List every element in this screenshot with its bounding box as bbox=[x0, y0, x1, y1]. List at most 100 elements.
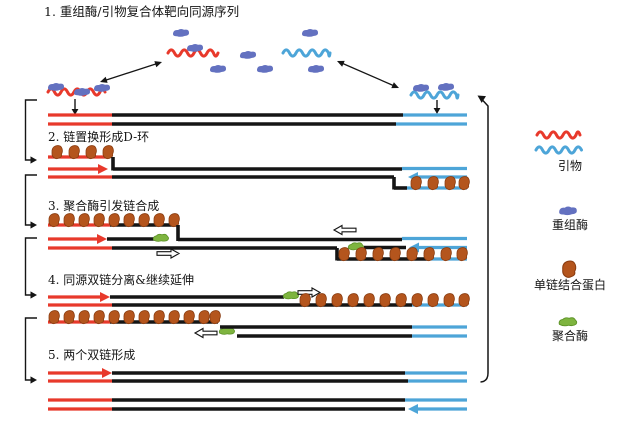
ssb-protein-icon bbox=[138, 310, 150, 325]
double-headed-arrow bbox=[104, 62, 158, 82]
ssb-protein-icon bbox=[299, 293, 311, 308]
step-progress-arrow bbox=[24, 99, 37, 161]
ssb-protein-icon bbox=[108, 310, 120, 325]
cycle-feedback-arrow-head bbox=[477, 95, 486, 103]
legend-recombinase-icon bbox=[559, 206, 577, 216]
ssb-protein-icon bbox=[63, 213, 75, 228]
ssb-protein-icon bbox=[395, 293, 407, 308]
recombinase-icon bbox=[437, 82, 455, 91]
polymerase-icon bbox=[282, 291, 299, 300]
legend-primer-forward-icon bbox=[535, 130, 582, 140]
ssb-protein-icon bbox=[338, 247, 350, 262]
double-headed-arrow bbox=[341, 62, 395, 87]
ssb-protein-icon bbox=[78, 310, 90, 325]
primer-wavy-icon bbox=[166, 48, 220, 58]
down-arrow-head bbox=[71, 109, 79, 115]
ssb-protein-icon bbox=[427, 293, 439, 308]
legend-label-recombinase: 重组酶 bbox=[551, 218, 589, 232]
recombinase-icon bbox=[256, 64, 274, 73]
double-headed-arrow-head bbox=[337, 60, 345, 67]
legend-primer-reverse-icon bbox=[534, 145, 583, 155]
ssb-protein-icon bbox=[389, 247, 401, 262]
recombinase-icon bbox=[186, 43, 204, 52]
ssb-protein-icon bbox=[68, 145, 80, 160]
synthesis-direction-open-arrow bbox=[297, 287, 322, 298]
ssb-protein-icon bbox=[153, 213, 165, 228]
ssb-protein-icon bbox=[123, 310, 135, 325]
legend-label-polymerase: 聚合酶 bbox=[551, 329, 589, 343]
recombinase-icon bbox=[301, 28, 319, 37]
ssb-protein-icon bbox=[168, 213, 180, 228]
ssb-protein-icon bbox=[93, 213, 105, 228]
ssb-protein-icon bbox=[123, 213, 135, 228]
double-headed-arrow-head bbox=[391, 82, 399, 89]
primer-strand-arrow-head bbox=[408, 404, 418, 414]
ssb-protein-icon bbox=[85, 145, 97, 160]
ssb-protein-icon bbox=[93, 310, 105, 325]
polymerase-icon bbox=[152, 233, 169, 242]
primer-wavy-icon bbox=[281, 48, 332, 58]
synthesis-direction-open-arrow bbox=[332, 224, 357, 236]
synthesis-direction-open-arrow bbox=[193, 327, 218, 339]
ssb-protein-icon bbox=[102, 145, 114, 160]
recombinase-icon bbox=[239, 50, 257, 59]
step-progress-arrow-head bbox=[30, 376, 37, 384]
step4-label: 4. 同源双链分离&继续延伸 bbox=[48, 273, 194, 287]
double-headed-arrow-head bbox=[154, 61, 162, 68]
ssb-protein-icon bbox=[355, 247, 367, 262]
ssb-protein-icon bbox=[315, 293, 327, 308]
step-progress-arrow-head bbox=[30, 221, 37, 229]
ssb-protein-icon bbox=[168, 310, 180, 325]
ssb-protein-icon bbox=[444, 176, 456, 191]
cycle-feedback-arrow bbox=[480, 98, 489, 383]
ssb-protein-icon bbox=[63, 310, 75, 325]
step-progress-arrow bbox=[24, 237, 37, 296]
recombinase-icon bbox=[307, 64, 325, 73]
step-progress-arrow-head bbox=[30, 291, 37, 299]
primer-wavy-icon bbox=[46, 87, 107, 97]
ssb-protein-icon bbox=[458, 293, 470, 308]
ssb-protein-icon bbox=[440, 247, 452, 262]
legend-ssb-icon bbox=[562, 260, 577, 278]
ssb-protein-icon bbox=[427, 176, 439, 191]
ssb-protein-icon bbox=[138, 213, 150, 228]
ssb-protein-icon bbox=[458, 176, 470, 191]
ssb-protein-icon bbox=[443, 293, 455, 308]
step-progress-arrow bbox=[24, 174, 37, 226]
recombinase-icon bbox=[412, 83, 430, 92]
recombinase-icon bbox=[73, 87, 91, 96]
ssb-protein-icon bbox=[372, 247, 384, 262]
step-progress-arrow bbox=[24, 317, 37, 381]
ssb-protein-icon bbox=[331, 293, 343, 308]
ssb-protein-icon bbox=[48, 213, 60, 228]
ssb-protein-icon bbox=[406, 247, 418, 262]
recombinase-icon bbox=[93, 83, 111, 92]
step2-label: 2. 链置换形成D-环 bbox=[48, 130, 150, 144]
ssb-protein-icon bbox=[108, 213, 120, 228]
primer-strand-arrow-head bbox=[102, 368, 112, 378]
step5-label: 5. 两个双链形成 bbox=[48, 348, 136, 362]
primer-strand-arrow-head bbox=[97, 234, 107, 244]
legend-polymerase-icon bbox=[558, 317, 578, 327]
ssb-protein-icon bbox=[198, 310, 210, 325]
recombinase-icon bbox=[209, 64, 227, 73]
ssb-protein-icon bbox=[347, 293, 359, 308]
step1-title: 1. 重组酶/引物复合体靶向同源序列 bbox=[44, 4, 240, 19]
down-arrow-head bbox=[433, 108, 441, 114]
synthesis-direction-open-arrow bbox=[156, 248, 181, 259]
primer-strand-arrow-head bbox=[100, 292, 110, 302]
primer-strand-arrow-head bbox=[98, 164, 108, 174]
ssb-protein-icon bbox=[78, 213, 90, 228]
step-progress-arrow-head bbox=[30, 156, 37, 164]
ssb-protein-icon bbox=[363, 293, 375, 308]
ssb-protein-icon bbox=[411, 293, 423, 308]
primer-wavy-icon bbox=[409, 90, 460, 100]
ssb-protein-icon bbox=[209, 310, 221, 325]
ssb-protein-icon bbox=[183, 310, 195, 325]
ssb-protein-icon bbox=[48, 310, 60, 325]
legend-label-primer: 引物 bbox=[557, 159, 583, 173]
ssb-protein-icon bbox=[423, 247, 435, 262]
legend-label-ssb: 单链结合蛋白 bbox=[533, 278, 607, 292]
